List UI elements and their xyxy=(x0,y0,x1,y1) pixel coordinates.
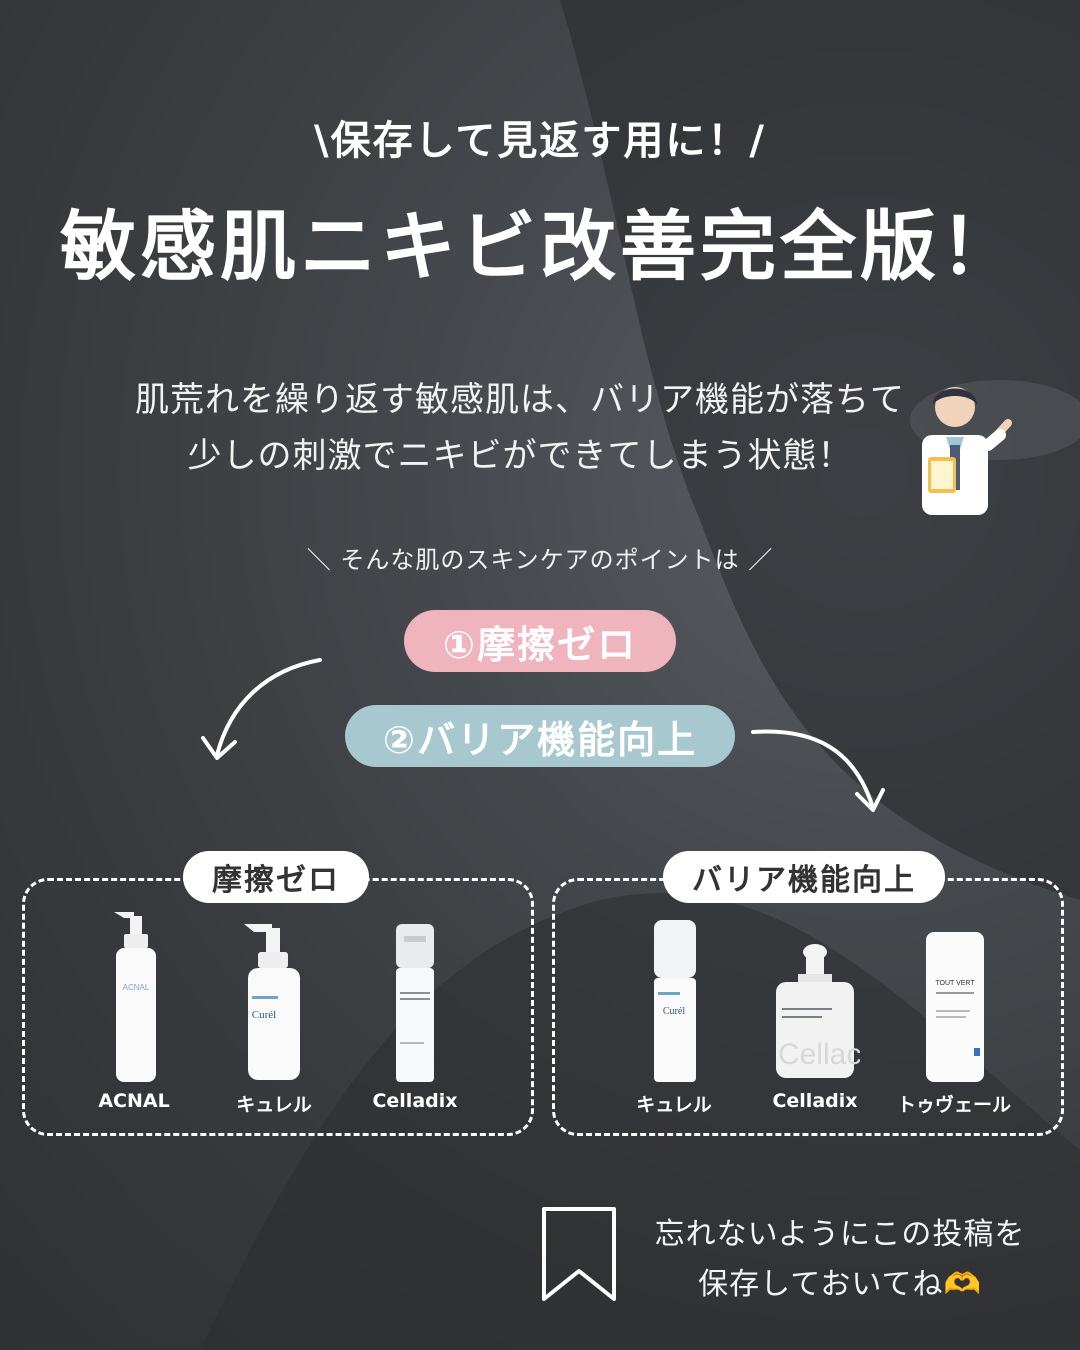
svg-text:Cellac: Cellac xyxy=(778,1038,860,1071)
page-title: 敏感肌ニキビ改善完全版！ xyxy=(60,202,1020,291)
intro-text: 肌荒れを繰り返す敏感肌は、バリア機能が落ちて 少しの刺激でニキビができてしまう状… xyxy=(90,372,950,484)
tout-vert-bottle: TOUT VERT xyxy=(926,932,984,1082)
product-label-celladix-ampoule: Celladix xyxy=(772,1090,858,1112)
points-heading: ＼ そんな肌のスキンケアのポイントは ／ xyxy=(306,546,774,574)
product-label-celladix: Celladix xyxy=(372,1090,458,1112)
arrow-left-icon xyxy=(201,658,322,760)
save-reminder-line-2: 保存しておいてね🫶 xyxy=(698,1267,982,1302)
product-label-acnal: ACNAL xyxy=(98,1090,170,1112)
intro-line-2: 少しの刺激でニキビができてしまう状態！ xyxy=(187,436,853,476)
barrier-panel-title: バリア機能向上 xyxy=(663,851,945,903)
product-label-tout-vert: トゥヴェール xyxy=(896,1094,1011,1116)
curel-foam-bottle: Curél xyxy=(244,924,300,1080)
curel-lotion-bottle: Curél xyxy=(654,920,696,1082)
intro-line-1: 肌荒れを繰り返す敏感肌は、バリア機能が落ちて xyxy=(135,380,905,420)
point-friction-badge: ①摩擦ゼロ xyxy=(404,610,676,672)
friction-panel-title: 摩擦ゼロ xyxy=(183,851,369,903)
point-barrier-badge: ②バリア機能向上 xyxy=(345,705,735,767)
bookmark-icon[interactable] xyxy=(540,1205,620,1305)
doctor-illustration xyxy=(922,387,1012,515)
product-label-curel-lotion: キュレル xyxy=(636,1094,712,1116)
celladix-ampoule-bottle: Cellac xyxy=(776,944,860,1078)
save-reminder: 忘れないようにこの投稿を 保存しておいてね🫶 xyxy=(630,1210,1050,1310)
arrow-right-icon xyxy=(751,729,885,812)
subtitle: \保存して見返す用に！/ xyxy=(313,118,767,164)
product-label-curel: キュレル xyxy=(236,1094,312,1116)
svg-text:ACNAL: ACNAL xyxy=(123,983,150,992)
svg-text:TOUT VERT: TOUT VERT xyxy=(935,980,975,987)
save-reminder-line-1: 忘れないようにこの投稿を xyxy=(654,1217,1026,1252)
svg-text:Curél: Curél xyxy=(663,1006,685,1017)
acnal-bottle: ACNAL xyxy=(114,912,156,1082)
svg-text:Curél: Curél xyxy=(252,1009,276,1021)
celladix-spray-bottle xyxy=(396,924,434,1082)
